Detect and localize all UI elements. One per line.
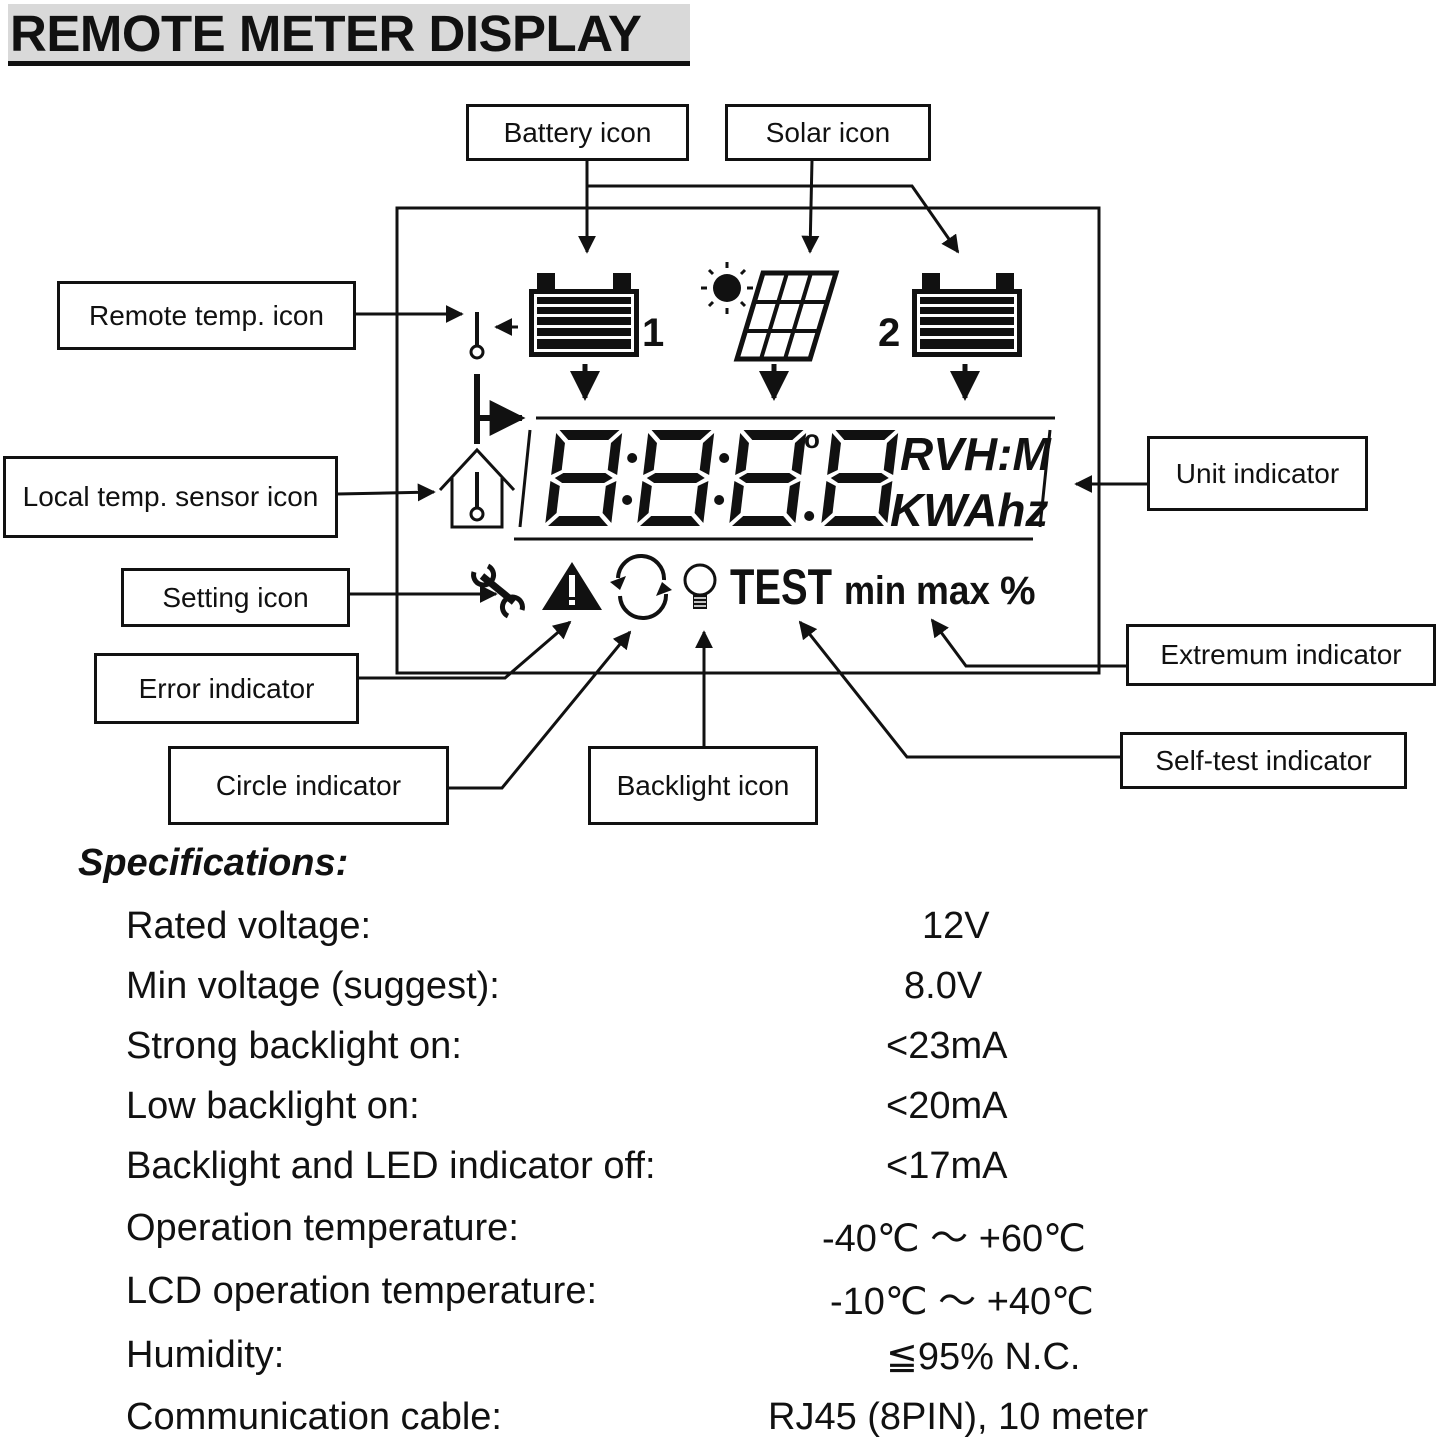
spec-label: Humidity: [126,1334,285,1376]
segment-e [545,481,560,523]
self-test-indicator: TEST [730,559,832,615]
segment-a [743,430,804,440]
segment-g [646,473,705,483]
spec-label: Communication cable: [126,1396,502,1438]
segment-d [548,516,608,526]
callout-connectors [336,159,1148,790]
circle-arrow [448,630,632,790]
callout-local-temp-sensor-icon: Local temp. sensor icon [3,456,338,538]
local-temp-sensor-icon [438,447,516,529]
battery-1-number: 1 [642,311,664,355]
title-banner: REMOTE METER DISPLAY [8,4,690,66]
separator-dot [804,511,815,521]
segment-b [607,433,623,475]
segment-a [651,430,712,440]
segment-g [554,473,613,483]
percent-indicator: % [1000,569,1036,613]
segment-c [694,481,709,523]
callout-backlight-icon: Backlight icon [588,746,818,825]
spec-value: 12V [922,905,990,947]
remote-temp-icon [469,312,518,360]
segment-c [878,481,893,523]
error-arrow [358,620,572,680]
segment-f [551,433,565,475]
spec-value: RJ45 (8PIN), 10 meter [768,1396,1149,1438]
spec-value: -40℃ ～ +60℃ [822,1218,1086,1260]
segment-b [699,433,715,475]
spec-value: -10℃ ～ +40℃ [830,1281,1094,1323]
error-icon [542,562,602,610]
temp-link-arrow [474,374,526,444]
spec-label: Operation temperature: [126,1207,519,1249]
extremum-max: max [916,569,990,613]
unit-indicator-bottom: KWAhz [890,484,1048,536]
segment-g [738,473,797,483]
display-left-slant [518,429,532,528]
segment-e [821,481,836,523]
battery-2-icon [912,273,1022,357]
spec-value: ≦95% N.C. [886,1336,1081,1378]
separator-dot [627,453,638,463]
spec-label: Min voltage (suggest): [126,965,500,1007]
circle-indicator-icon [610,553,672,621]
segment-c [602,481,617,523]
selftest-arrow [798,620,1120,759]
setting-icon [471,563,525,619]
spec-label: Strong backlight on: [126,1025,462,1067]
segment-f [643,433,657,475]
solar-icon [701,262,840,362]
display-right-slant [1038,429,1052,528]
separator-dot [622,495,633,505]
segment-d [732,516,792,526]
title-underline [8,61,690,66]
segment-d [640,516,700,526]
spec-label: Rated voltage: [126,905,372,947]
seven-segment-digits [545,430,899,526]
callout-remote-temp-icon: Remote temp. icon [57,281,356,350]
segment-e [637,481,652,523]
segment-a [559,430,620,440]
spec-value: <20mA [886,1085,1008,1127]
spec-value: <17mA [886,1145,1008,1187]
backlight-icon [683,563,717,609]
spec-label: LCD operation temperature: [126,1270,598,1312]
callout-circle-indicator: Circle indicator [168,746,449,825]
spec-value: <23mA [886,1025,1008,1067]
degree-mark: o [804,424,820,454]
solar-arrow [801,159,820,254]
page-title: REMOTE METER DISPLAY [10,5,642,62]
unit-indicator-top: RVH:M [900,428,1052,480]
separator-dot [714,495,725,505]
extremum-arrow [930,618,1127,668]
callout-solar-icon: Solar icon [725,104,931,161]
flow-arrows [570,364,980,401]
extremum-min: min [844,569,906,613]
segment-c [786,481,801,523]
callout-self-test-indicator: Self-test indicator [1120,732,1407,789]
battery-1-icon [529,273,639,357]
segment-a [835,430,896,440]
segment-b [791,433,807,475]
spec-label: Low backlight on: [126,1085,420,1127]
specifications-heading: Specifications: [78,842,349,884]
lcd-frame [395,206,1101,675]
battery2-arrow [587,184,960,254]
segment-d [824,516,884,526]
callout-setting-icon: Setting icon [121,568,350,627]
battery-2-number: 2 [878,311,900,355]
segment-f [827,433,841,475]
callout-battery-icon: Battery icon [466,104,689,161]
separator-dot [719,453,730,463]
spec-label: Backlight and LED indicator off: [126,1145,656,1187]
callout-unit-indicator: Unit indicator [1147,436,1368,511]
callout-extremum-indicator: Extremum indicator [1126,624,1436,686]
callout-error-indicator: Error indicator [94,653,359,724]
segment-b [883,433,899,475]
lcd-diagram: 1 2 [336,159,1148,790]
local-temp-arrow [336,483,436,502]
segment-f [735,433,749,475]
segment-e [729,481,744,523]
segment-g [830,473,889,483]
spec-value: 8.0V [904,965,983,1007]
